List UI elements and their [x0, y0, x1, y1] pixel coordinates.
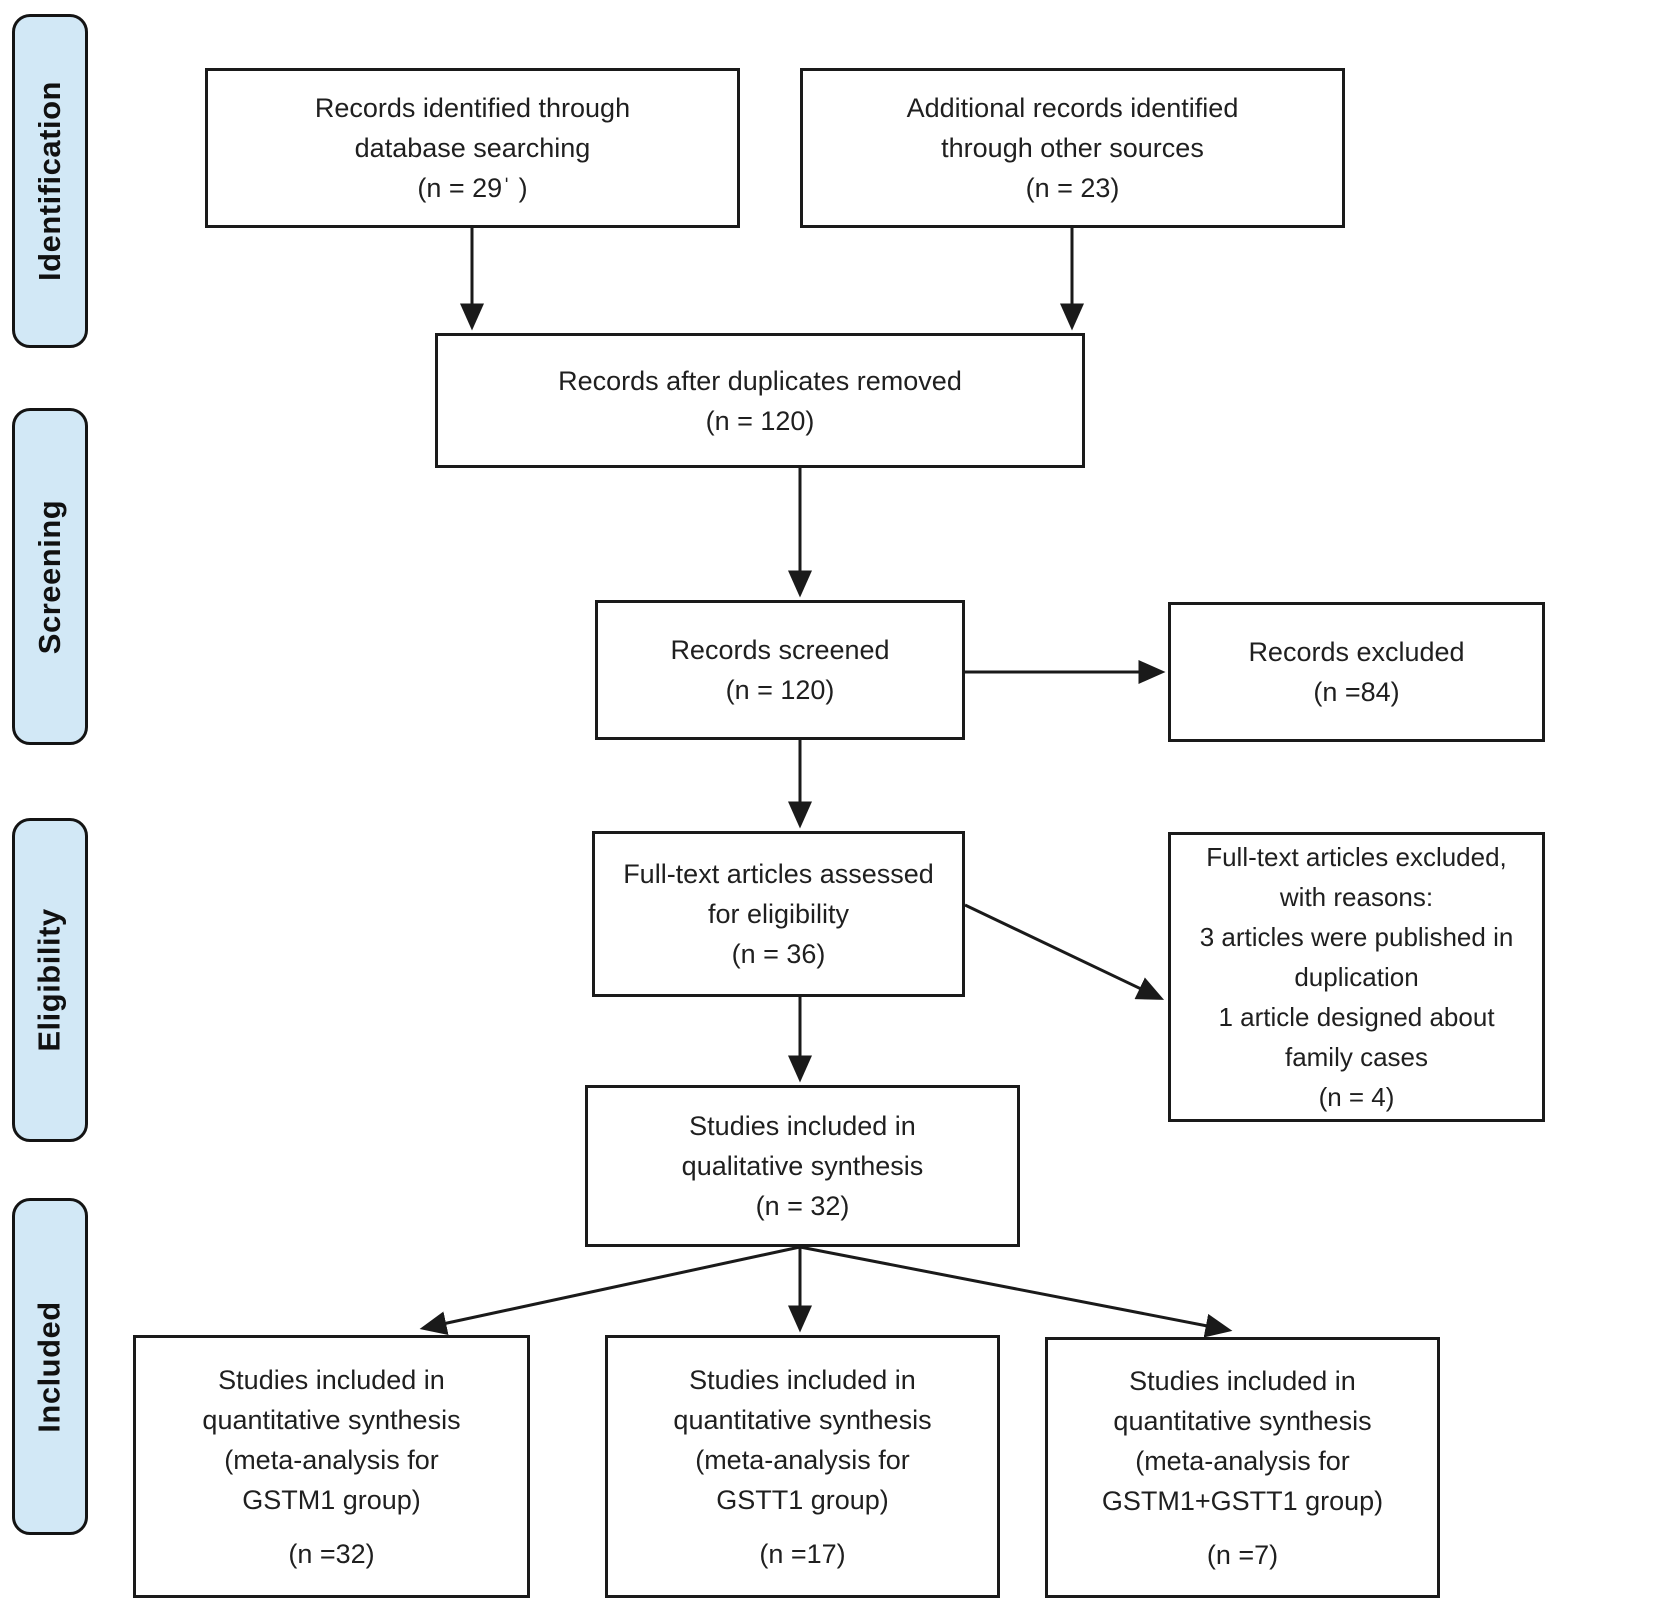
text-line: Records after duplicates removed: [558, 365, 962, 396]
text-line: (n =84): [1313, 677, 1400, 707]
arrow-qualitative-to-gstm1-gstt1: [799, 1245, 1233, 1338]
box-records-excluded: Records excluded (n =84): [1168, 602, 1545, 742]
text-line: quantitative synthesis: [673, 1404, 932, 1435]
stage-included-label: Included: [32, 1300, 68, 1433]
arrow-qualitative-to-gstm1: [419, 1245, 801, 1335]
text-line: (n = 36): [731, 939, 826, 969]
text-line: GSTM1 group): [242, 1484, 421, 1515]
text-line: 3 articles were published in: [1199, 922, 1514, 952]
text-line: (n = 120): [725, 675, 835, 705]
arrow-fulltext-to-excluded: [964, 903, 1165, 1000]
text-line: through other sources: [941, 133, 1204, 163]
box-duplicates-removed: Records after duplicates removed (n = 12…: [435, 333, 1085, 468]
stage-screening-label: Screening: [32, 499, 68, 654]
text-line: qualitative synthesis: [681, 1151, 924, 1181]
stage-screening: Screening: [12, 408, 88, 745]
text-line: quantitative synthesis: [1113, 1405, 1372, 1436]
text-line: Studies included in: [689, 1364, 916, 1395]
box-fulltext-excluded: Full-text articles excluded, with reason…: [1168, 832, 1545, 1122]
text-line: duplication: [1294, 962, 1419, 992]
box-qualitative-synthesis: Studies included in qualitative synthesi…: [585, 1085, 1020, 1247]
text-line: with reasons:: [1279, 882, 1434, 912]
text-line: (n = 120): [705, 405, 815, 436]
text-line: (n = 29ˈ ): [417, 173, 528, 203]
text-line: Records screened: [670, 635, 890, 665]
box-records-identified: Records identified through database sear…: [205, 68, 740, 228]
text-line: (n =7): [1206, 1539, 1279, 1570]
text-line: quantitative synthesis: [202, 1404, 461, 1435]
text-line: (n =32): [288, 1538, 375, 1569]
text-line: Full-text articles assessed: [623, 859, 934, 889]
text-line: (meta-analysis for: [224, 1444, 439, 1475]
text-line: 1 article designed about: [1218, 1002, 1495, 1032]
stage-identification-label: Identification: [32, 81, 68, 281]
box-quantitative-gstm1: Studies included in quantitative synthes…: [133, 1335, 530, 1598]
text-line: Records identified through: [314, 93, 631, 123]
text-line: Studies included in: [218, 1364, 445, 1395]
text-line: database searching: [354, 133, 591, 163]
text-line: Full-text articles excluded,: [1206, 842, 1507, 872]
box-records-screened: Records screened (n = 120): [595, 600, 965, 740]
stage-eligibility: Eligibility: [12, 818, 88, 1142]
text-line: Studies included in: [1129, 1365, 1356, 1396]
text-line: (meta-analysis for: [695, 1444, 910, 1475]
text-line: Records excluded: [1248, 637, 1465, 667]
text-line: (n = 32): [755, 1191, 850, 1221]
stage-eligibility-label: Eligibility: [32, 908, 68, 1052]
box-quantitative-gstt1: Studies included in quantitative synthes…: [605, 1335, 1000, 1598]
stage-included: Included: [12, 1198, 88, 1535]
text-line: family cases: [1284, 1042, 1429, 1072]
text-line: Additional records identified: [906, 93, 1239, 123]
text-line: (meta-analysis for: [1135, 1445, 1350, 1476]
box-fulltext-assessed: Full-text articles assessed for eligibil…: [592, 831, 965, 997]
text-line: (n = 23): [1025, 173, 1120, 203]
text-line: for eligibility: [707, 899, 850, 929]
text-line: (n =17): [759, 1538, 846, 1569]
text-line: Studies included in: [689, 1111, 916, 1141]
text-line: (n = 4): [1318, 1082, 1395, 1112]
stage-identification: Identification: [12, 14, 88, 348]
box-quantitative-gstm1-gstt1: Studies included in quantitative synthes…: [1045, 1337, 1440, 1598]
box-additional-records: Additional records identified through ot…: [800, 68, 1345, 228]
text-line: GSTM1+GSTT1 group): [1101, 1485, 1384, 1516]
text-line: GSTT1 group): [716, 1484, 889, 1515]
